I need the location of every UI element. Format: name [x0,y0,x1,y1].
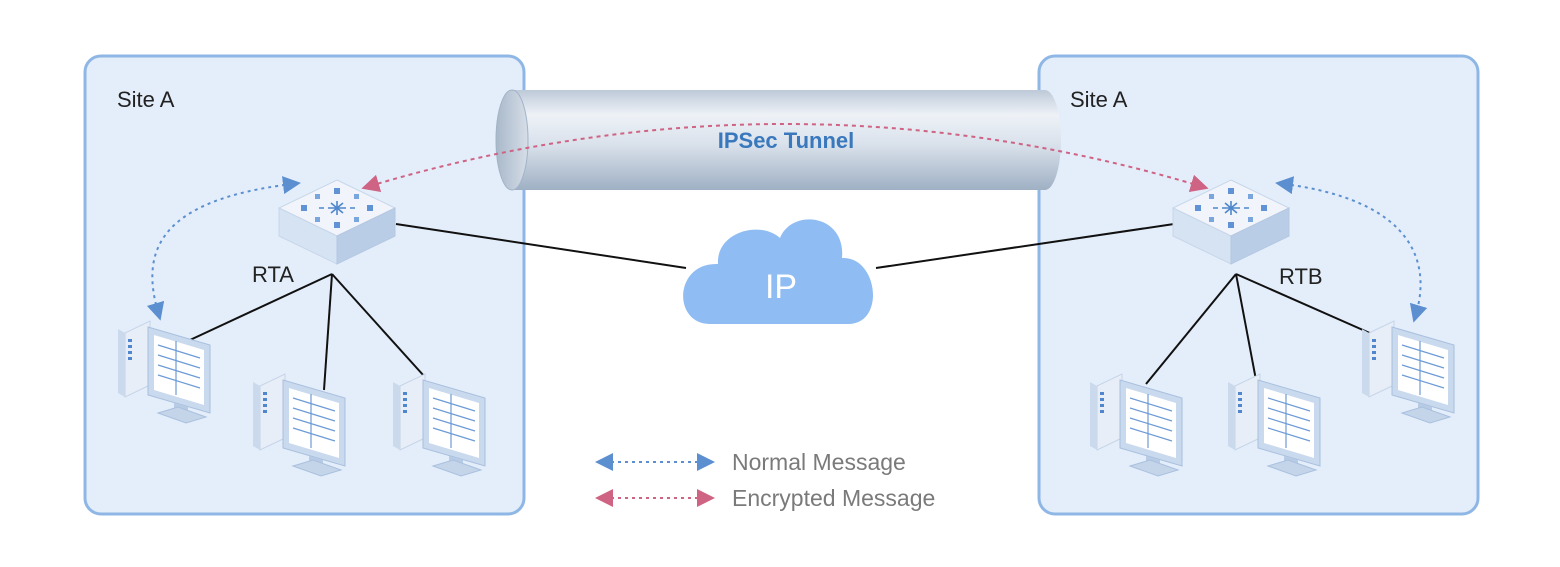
cloud-label: IP [765,268,797,306]
site-left-label: Site A [117,87,175,112]
ip-cloud [683,219,873,324]
normal-message-arrow-left [146,176,301,321]
ipsec-tunnel [495,89,1061,191]
site-right-label: Site A [1070,87,1128,112]
router-rta-label: RTA [252,262,294,287]
normal-message-arrow-right [1275,176,1428,323]
legend: Normal Message Encrypted Message [595,449,935,511]
router-rtb-label: RTB [1279,264,1323,289]
legend-encrypted-label: Encrypted Message [732,485,935,511]
legend-normal-label: Normal Message [732,449,906,475]
tunnel-label: IPSec Tunnel [718,128,855,153]
encrypted-message-arrow [361,123,1209,193]
